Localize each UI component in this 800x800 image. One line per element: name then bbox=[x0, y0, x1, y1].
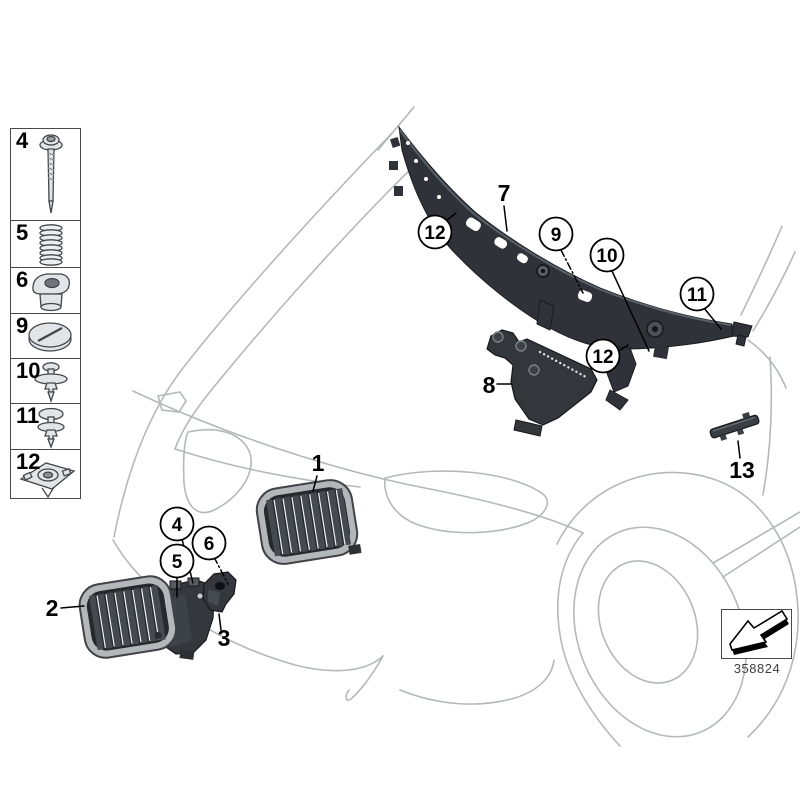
callout-8[interactable]: 8 bbox=[483, 372, 496, 398]
svg-text:5: 5 bbox=[172, 552, 183, 573]
push-rivet-icon bbox=[37, 407, 65, 449]
fastener-label: 6 bbox=[16, 267, 29, 292]
fastener-label: 11 bbox=[16, 402, 40, 428]
spring-icon bbox=[39, 223, 63, 266]
callout-12-upper[interactable]: 12 bbox=[417, 214, 453, 250]
fastener-label: 4 bbox=[16, 128, 29, 153]
legend: 358824 bbox=[721, 609, 793, 676]
svg-text:4: 4 bbox=[172, 515, 183, 536]
callout-11[interactable]: 11 bbox=[679, 276, 715, 312]
fastener-label: 5 bbox=[16, 219, 29, 245]
callout-1[interactable]: 1 bbox=[312, 450, 325, 476]
fastener-item-6[interactable]: 6 bbox=[10, 267, 81, 314]
fastener-label: 10 bbox=[16, 358, 41, 383]
callout-13[interactable]: 13 bbox=[729, 457, 755, 483]
callout-3[interactable]: 3 bbox=[218, 625, 231, 651]
part-cowl-side-panel-8 bbox=[486, 329, 598, 437]
callout-12-lower[interactable]: 12 bbox=[585, 338, 621, 374]
callout-6[interactable]: 6 bbox=[191, 525, 227, 561]
clip-nut-icon bbox=[19, 462, 76, 498]
direction-arrow-icon bbox=[729, 609, 789, 655]
fastener-item-4[interactable]: 4 bbox=[10, 128, 81, 221]
callout-10[interactable]: 10 bbox=[589, 237, 625, 273]
callout-7[interactable]: 7 bbox=[498, 180, 511, 206]
fastener-reference-column: 4 5 6 bbox=[10, 128, 82, 499]
part-grille-left-2 bbox=[78, 575, 178, 659]
callout-4[interactable]: 4 bbox=[159, 506, 195, 542]
part-number: 358824 bbox=[733, 661, 781, 676]
part-trim-strip-13 bbox=[709, 411, 760, 441]
part-bracket-3 bbox=[202, 571, 237, 613]
expanding-rivet-icon bbox=[34, 362, 68, 403]
grommet-icon bbox=[32, 273, 70, 312]
screw-icon bbox=[39, 134, 63, 214]
svg-text:12: 12 bbox=[592, 347, 613, 368]
fastener-label: 9 bbox=[16, 312, 29, 338]
fastener-item-9[interactable]: 9 bbox=[10, 312, 81, 360]
fastener-item-11[interactable]: 11 bbox=[10, 402, 81, 451]
svg-text:9: 9 bbox=[551, 225, 562, 246]
svg-text:10: 10 bbox=[596, 246, 617, 267]
fastener-item-10[interactable]: 10 bbox=[10, 358, 81, 404]
svg-text:11: 11 bbox=[687, 285, 708, 306]
fastener-label: 12 bbox=[16, 449, 41, 474]
fastener-item-12[interactable]: 12 bbox=[10, 449, 81, 499]
callout-9[interactable]: 9 bbox=[538, 216, 574, 252]
part-grille-right-1 bbox=[255, 479, 362, 565]
callout-2[interactable]: 2 bbox=[46, 595, 59, 621]
svg-text:6: 6 bbox=[204, 534, 215, 555]
direction-arrow-box bbox=[721, 609, 792, 659]
fastener-item-5[interactable]: 5 bbox=[10, 219, 81, 269]
car-body-outline bbox=[112, 106, 800, 747]
svg-text:12: 12 bbox=[424, 223, 445, 244]
callouts: 1 2 3 4 5 6 7 8 9 10 11 12 bbox=[46, 180, 755, 651]
cover-cap-icon bbox=[28, 321, 72, 352]
callout-5[interactable]: 5 bbox=[159, 543, 195, 579]
